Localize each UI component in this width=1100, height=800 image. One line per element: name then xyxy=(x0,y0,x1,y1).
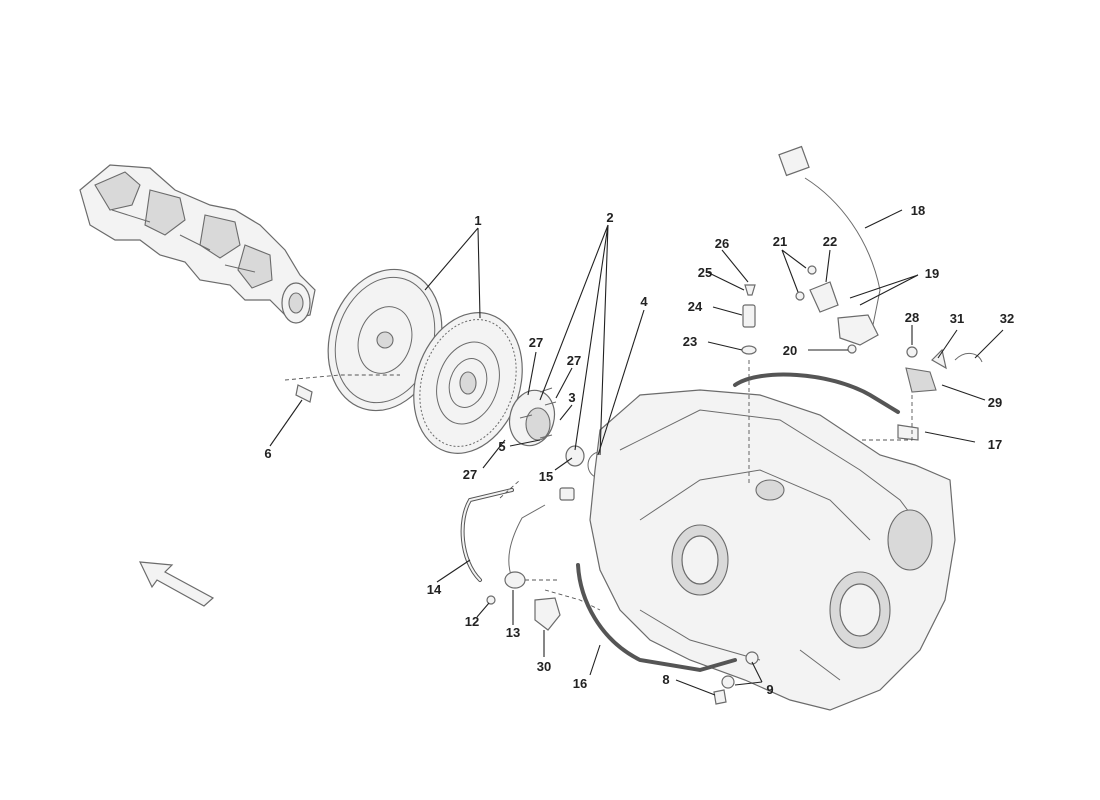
callout-30: 30 xyxy=(537,659,551,674)
callout-27-b: 27 xyxy=(567,353,581,368)
callout-26: 26 xyxy=(715,236,729,251)
callout-31: 31 xyxy=(950,311,964,326)
callout-18: 18 xyxy=(911,203,925,218)
callout-24: 24 xyxy=(688,299,703,314)
callout-1: 1 xyxy=(474,213,481,228)
leader-lines xyxy=(269,209,1004,696)
callout-12: 12 xyxy=(465,614,479,629)
callout-2: 2 xyxy=(606,210,613,225)
callout-27-a: 27 xyxy=(529,335,543,350)
callout-4: 4 xyxy=(640,294,648,309)
callout-9: 9 xyxy=(766,682,773,697)
release-bearing xyxy=(508,389,613,479)
hoses-and-cables xyxy=(460,372,900,673)
callout-13: 13 xyxy=(506,625,520,640)
callout-3: 3 xyxy=(568,390,575,405)
direction-arrow xyxy=(139,561,215,607)
callout-labels: 1 2 3 4 5 6 8 9 12 13 14 15 16 17 18 19 … xyxy=(264,203,1014,697)
callout-22: 22 xyxy=(823,234,837,249)
callout-32: 32 xyxy=(1000,311,1014,326)
crankshaft xyxy=(79,164,316,324)
gearbox-housing xyxy=(589,389,956,711)
callout-14: 14 xyxy=(427,582,442,597)
callout-23: 23 xyxy=(683,334,697,349)
alignment-lines xyxy=(284,360,913,611)
callout-16: 16 xyxy=(573,676,587,691)
callout-20: 20 xyxy=(783,343,797,358)
callout-5: 5 xyxy=(498,439,505,454)
callout-29: 29 xyxy=(988,395,1002,410)
sensor-harness xyxy=(778,145,937,441)
callout-19: 19 xyxy=(925,266,939,281)
callout-25: 25 xyxy=(698,265,712,280)
callout-15: 15 xyxy=(539,469,553,484)
callout-21: 21 xyxy=(773,234,787,249)
callout-6: 6 xyxy=(264,446,271,461)
callout-17: 17 xyxy=(988,437,1002,452)
callout-8: 8 xyxy=(662,672,669,687)
callout-28: 28 xyxy=(905,310,919,325)
callout-27-c: 27 xyxy=(463,467,477,482)
